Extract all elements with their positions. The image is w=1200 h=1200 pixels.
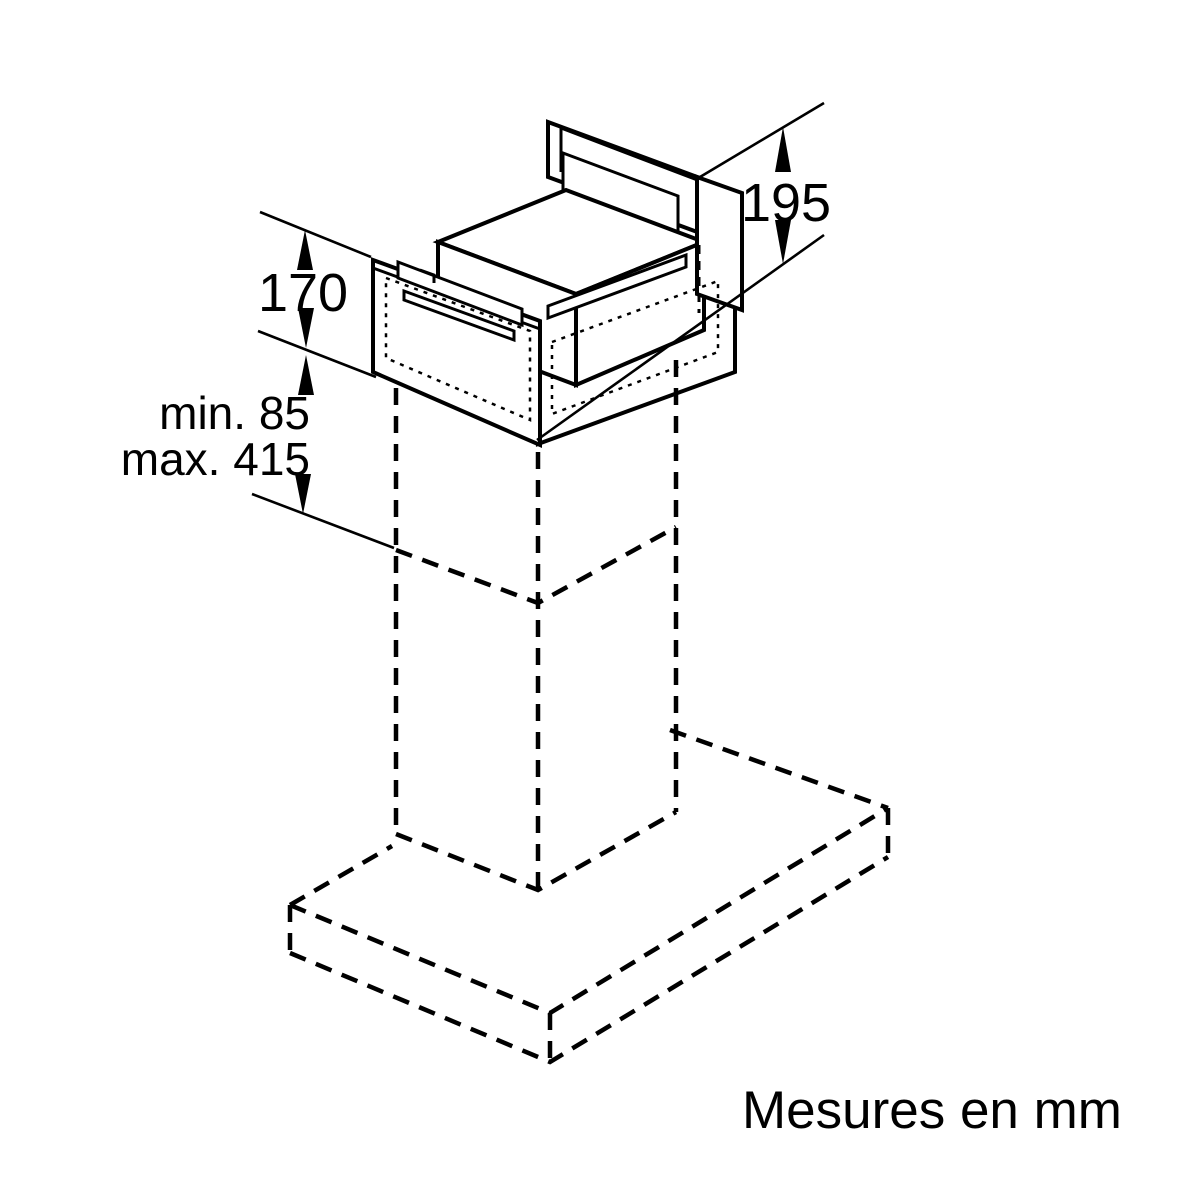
dimension-label-min-85: min. 85 [159,387,310,439]
arrow-down-icon [295,474,311,514]
hood-top-back-right-edge [669,727,889,811]
telescopic-joint-line [395,525,678,606]
column-bottom-edge [395,810,678,893]
arrow-up-icon [298,355,314,395]
arrow-up-icon [297,230,313,270]
duct-mounting-box [371,119,744,449]
inner-front-panel [396,259,524,328]
arrow-up-icon [775,127,791,172]
right-wall-slot [546,252,688,321]
dimension-label-max-415: max. 415 [121,433,310,485]
arrow-down-icon [775,220,791,264]
back-flange-fold-line [559,126,701,183]
arrow-down-icon [298,308,314,348]
left-slot [402,288,516,343]
hood-body-dashed [287,727,891,1065]
right-flange-panel [695,174,744,313]
ext-line-195-bottom [536,233,825,442]
hood-top-back-left-edge [288,844,394,907]
left-face-dotted-inset [384,276,532,422]
ext-line-minmax-bottom [251,492,395,550]
inner-front-panel-tab [419,268,436,283]
dimension-arrows [295,127,791,514]
dimension-label-195: 195 [741,173,831,233]
ext-line-170-bottom [257,329,377,379]
ext-line-195-top [699,101,825,179]
chimney-column-dashed [393,360,679,893]
ext-line-170-top [259,210,372,259]
hood-bottom-edges [289,855,890,1065]
dimension-label-170: 170 [258,263,348,323]
dimension-lines [251,101,825,550]
hood-vertical-edges [287,808,891,1062]
units-caption: Mesures en mm [742,1081,1122,1140]
